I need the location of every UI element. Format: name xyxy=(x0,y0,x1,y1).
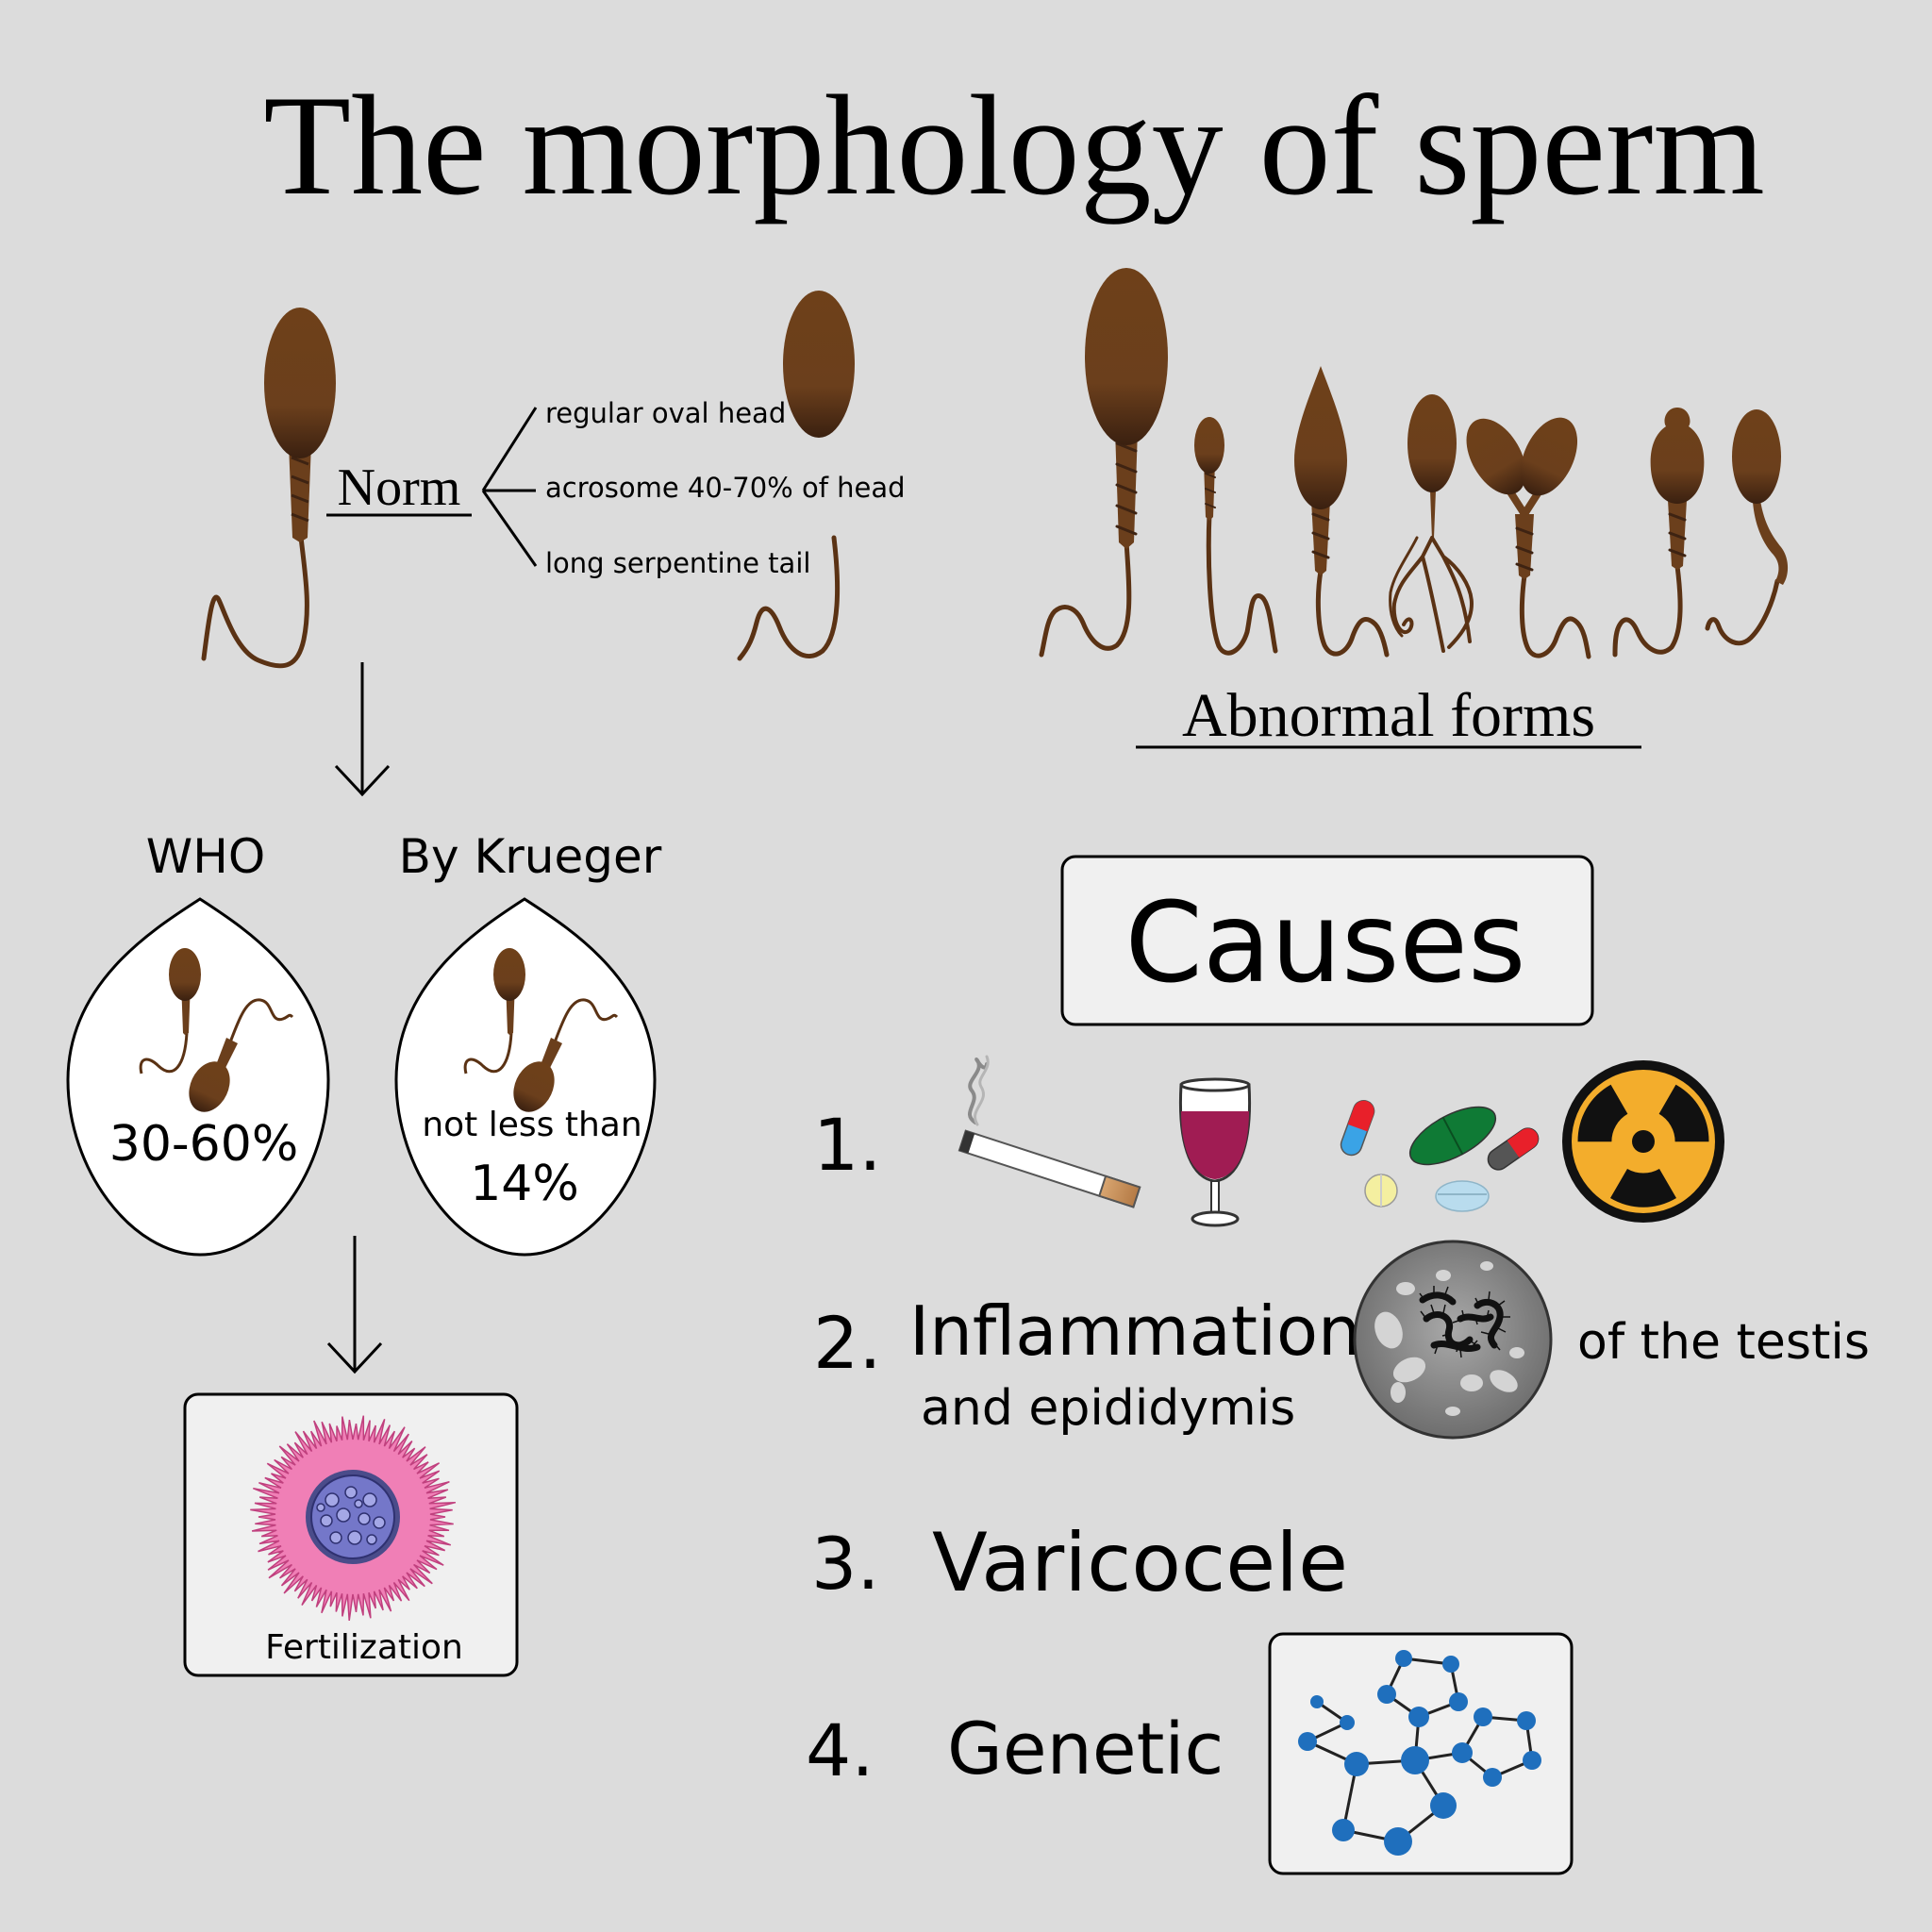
cause-4-number: 4. xyxy=(806,1708,874,1792)
norm-feature-tail: long serpentine tail xyxy=(545,547,810,579)
cause-2-text-sub: and epididymis xyxy=(921,1380,1295,1437)
arrow-down-2 xyxy=(326,1236,383,1374)
cigarette-icon xyxy=(958,1055,1141,1208)
cause-2-text-side: of the testis xyxy=(1577,1314,1870,1371)
abnormal-forms-label: Abnormal forms xyxy=(1182,681,1595,750)
norm-feature-acrosome: acrosome 40-70% of head xyxy=(545,472,906,504)
cause-1-number: 1. xyxy=(813,1103,882,1187)
cause-3-number: 3. xyxy=(811,1522,880,1606)
norm-feature-oval-head: regular oval head xyxy=(545,397,786,429)
detached-head xyxy=(783,291,855,438)
krueger-label: By Krueger xyxy=(399,829,662,884)
molecule-icon xyxy=(1298,1650,1541,1856)
detached-tail xyxy=(737,535,841,661)
normal-sperm-illustration xyxy=(201,308,336,669)
abnormal-forms-illustration xyxy=(1039,268,1789,659)
who-label: WHO xyxy=(146,829,265,884)
cause-3-text: Varicocele xyxy=(932,1516,1348,1610)
bacteria-icon xyxy=(1353,1240,1553,1440)
cause-2-text-main: Inflammation xyxy=(909,1291,1361,1371)
cause-4-text: Genetic xyxy=(947,1707,1224,1790)
krueger-drop xyxy=(394,897,657,1257)
who-value: 30-60% xyxy=(109,1116,299,1173)
egg-cell-illustration xyxy=(250,1415,457,1622)
page-title: The morphology of sperm xyxy=(263,66,1764,225)
wine-glass-icon xyxy=(1178,1077,1252,1227)
fertilization-label: Fertilization xyxy=(265,1628,463,1667)
causes-heading: Causes xyxy=(1124,877,1525,1008)
who-drop xyxy=(66,897,330,1257)
cause-2-number: 2. xyxy=(813,1301,882,1385)
norm-label: Norm xyxy=(338,458,461,517)
pills-icon xyxy=(1340,1100,1540,1212)
causes-box xyxy=(1060,855,1594,1026)
arrow-down-1 xyxy=(334,662,391,797)
krueger-value-line1: not less than xyxy=(422,1106,641,1144)
radiation-icon xyxy=(1562,1060,1724,1223)
norm-bracket xyxy=(481,407,538,567)
krueger-value-line2: 14% xyxy=(470,1156,579,1212)
